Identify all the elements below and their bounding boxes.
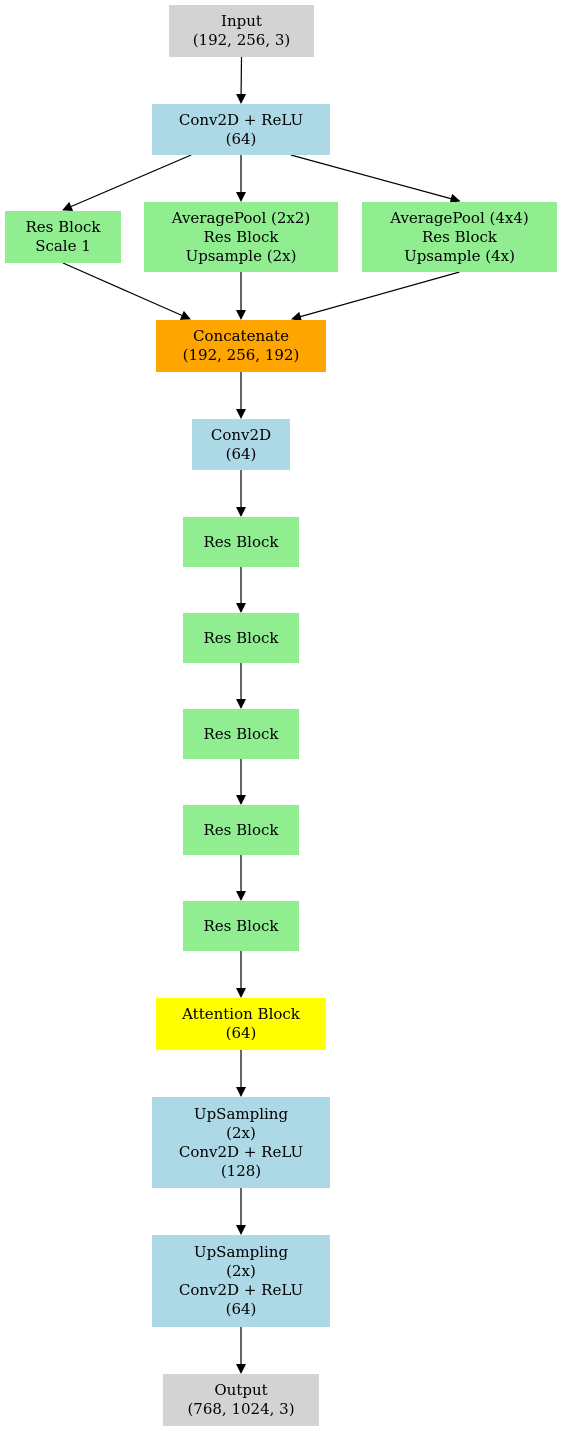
conv-relu-node: Conv2D + ReLU (64) [152, 104, 330, 155]
avgpool-4x4-node: AveragePool (4x4) Res Block Upsample (4x… [362, 202, 557, 272]
upsampling-64-factor: (2x) [226, 1262, 256, 1280]
avgpool-2x2-res-block: Res Block [203, 227, 279, 246]
res-block-scale1-label: Res Block [25, 218, 101, 236]
upsampling-64-node: UpSampling (2x) Conv2D + ReLU (64) [152, 1235, 330, 1327]
avgpool-2x2-node: AveragePool (2x2) Res Block Upsample (2x… [144, 202, 338, 272]
avgpool-2x2-label: AveragePool (2x2) [171, 208, 311, 227]
res-block-2-label: Res Block [203, 628, 279, 647]
conv-relu-label: Conv2D + ReLU [178, 110, 304, 129]
edge-avgpool_4x4-to-concatenate [291, 271, 460, 322]
res-block-node-1: Res Block [183, 517, 299, 567]
res-block-3-label: Res Block [203, 724, 279, 743]
res-block-node-4: Res Block [183, 805, 299, 855]
upsampling-64-conv: Conv2D + ReLU [178, 1281, 304, 1299]
attention-block-label: Attention Block [182, 1005, 300, 1023]
avgpool-4x4-upsample: Upsample (4x) [404, 246, 515, 265]
res-block-scale1-node: Res Block Scale 1 [5, 211, 121, 263]
res-block-5-label: Res Block [203, 916, 279, 935]
res-block-1-label: Res Block [203, 532, 279, 551]
upsampling-64-label: UpSampling [193, 1243, 289, 1261]
avgpool-4x4-res-block: Res Block [422, 227, 497, 246]
conv2d-filters: (64) [225, 444, 257, 463]
conv2d-node: Conv2D (64) [192, 419, 290, 470]
input-shape: (192, 256, 3) [192, 31, 291, 49]
output-label: Output [214, 1381, 268, 1399]
input-label: Input [221, 12, 262, 30]
upsampling-128-factor: (2x) [226, 1123, 256, 1142]
output-shape: (768, 1024, 3) [187, 1400, 295, 1418]
upsampling-128-node: UpSampling (2x) Conv2D + ReLU (128) [152, 1097, 330, 1188]
res-block-4-label: Res Block [203, 820, 279, 839]
conv-relu-filters: (64) [225, 129, 257, 148]
avgpool-2x2-upsample: Upsample (2x) [185, 246, 297, 265]
res-block-scale1-scale: Scale 1 [35, 237, 91, 255]
upsampling-128-conv: Conv2D + ReLU [178, 1142, 304, 1161]
avgpool-4x4-label: AveragePool (4x4) [390, 208, 529, 227]
concatenate-node: Concatenate (192, 256, 192) [156, 320, 326, 372]
res-block-node-5: Res Block [183, 901, 299, 951]
output-node: Output (768, 1024, 3) [163, 1374, 319, 1426]
edge-conv_relu-to-avgpool_4x4 [290, 154, 461, 204]
concatenate-shape: (192, 256, 192) [182, 346, 300, 364]
edge-layer [62, 56, 461, 1374]
edge-input-to-conv_relu [236, 56, 247, 104]
edge-res_scale1-to-concatenate [62, 262, 191, 320]
edge-conv_relu-to-res_scale1 [62, 154, 192, 212]
attention-block-node: Attention Block (64) [156, 998, 326, 1050]
input-node: Input (192, 256, 3) [169, 5, 314, 57]
res-block-node-2: Res Block [183, 613, 299, 663]
upsampling-128-filters: (128) [220, 1161, 262, 1180]
conv2d-label: Conv2D [210, 425, 272, 444]
attention-block-filters: (64) [225, 1024, 257, 1042]
upsampling-64-filters: (64) [225, 1300, 257, 1318]
res-block-node-3: Res Block [183, 709, 299, 759]
concatenate-label: Concatenate [193, 327, 289, 345]
upsampling-128-label: UpSampling [193, 1104, 289, 1123]
